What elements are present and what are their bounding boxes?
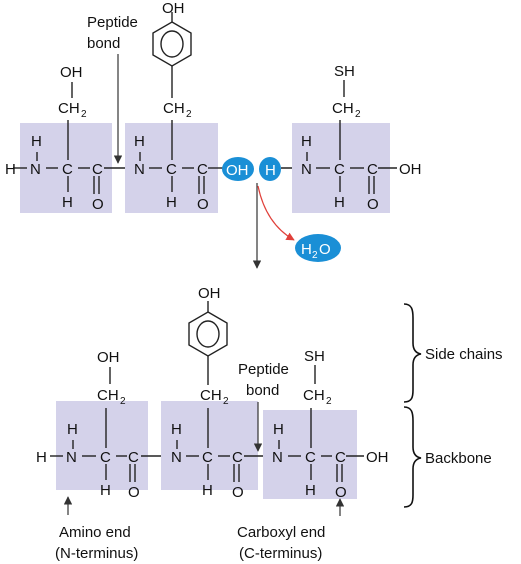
benzene-ring-inner: [196, 320, 220, 348]
side-chain-sh: SH: [334, 63, 355, 80]
atom-oh: OH: [399, 161, 422, 178]
leaving-oh-highlight: [222, 157, 254, 181]
atom-h: H: [171, 421, 182, 438]
peptide-bond-label-line2: bond: [246, 382, 279, 399]
atom-o: O: [232, 484, 244, 501]
top-tyrosine-residue: OH N H C H C O CH 2: [125, 0, 224, 213]
backbone-brace: [403, 406, 422, 508]
atom-c-alpha: C: [100, 449, 111, 466]
atom-h: H: [100, 482, 111, 499]
c-terminus-label: (C-terminus): [239, 545, 322, 562]
residue-box: [161, 401, 258, 490]
bottom-tyrosine-residue: OH N H C H C O CH 2: [161, 285, 275, 501]
atom-h: H: [62, 194, 73, 211]
residue-box: [292, 123, 390, 213]
side-chains-brace: [403, 303, 422, 403]
atom-c-alpha: C: [62, 161, 73, 178]
atom-o: O: [92, 196, 104, 213]
side-chain-ch: CH: [303, 387, 325, 404]
subscript-2: 2: [223, 396, 229, 407]
atom-n: N: [301, 161, 312, 178]
side-chain-ch: CH: [332, 100, 354, 117]
atom-c-carbonyl: C: [197, 161, 208, 178]
side-chain-oh: OH: [60, 64, 83, 81]
leaving-groups: OH H: [222, 157, 299, 181]
benzene-ring: [188, 311, 228, 357]
atom-c-carbonyl: C: [335, 449, 346, 466]
side-chain-sh: SH: [304, 348, 325, 365]
atom-h: H: [305, 482, 316, 499]
atom-n: N: [272, 449, 283, 466]
subscript-2: 2: [81, 109, 87, 120]
atom-c-carbonyl: C: [128, 449, 139, 466]
side-chain-ch: CH: [200, 387, 222, 404]
atom-c-carbonyl: C: [232, 449, 243, 466]
subscript-2: 2: [326, 396, 332, 407]
top-cysteine-residue: N H C H C O OH SH CH 2: [292, 63, 422, 213]
top-serine-residue: H N H C H C O OH CH 2: [5, 64, 130, 213]
benzene-ring: [152, 21, 192, 67]
leaving-h-highlight: [259, 157, 281, 181]
atom-c-carbonyl: C: [92, 161, 103, 178]
atom-c-alpha: C: [305, 449, 316, 466]
atom-n: N: [134, 161, 145, 178]
benzene-ring-inner: [160, 30, 184, 58]
residue-box: [56, 401, 148, 490]
backbone-label: Backbone: [425, 450, 492, 467]
side-chain-ch: CH: [163, 100, 185, 117]
atom-oh: OH: [366, 449, 389, 466]
side-chains-label: Side chains: [425, 346, 503, 363]
atom-c-alpha: C: [202, 449, 213, 466]
atom-h: H: [273, 421, 284, 438]
atom-h: H: [134, 133, 145, 150]
atom-h: H: [31, 133, 42, 150]
residue-box: [20, 123, 112, 213]
amino-end-label: Amino end: [59, 524, 131, 541]
atom-h: H: [166, 194, 177, 211]
side-chain-ch: CH: [58, 100, 80, 117]
water-molecule: H 2 O: [295, 234, 341, 262]
atom-h: H: [202, 482, 213, 499]
atom-n: N: [30, 161, 41, 178]
atom-o: O: [128, 484, 140, 501]
peptide-bond-label-line2: bond: [87, 35, 120, 52]
atom-n: N: [171, 449, 182, 466]
atom-h: H: [36, 449, 47, 466]
n-terminus-label: (N-terminus): [55, 545, 138, 562]
atom-o: O: [197, 196, 209, 213]
water-release-arrow: [257, 185, 295, 241]
residue-box: [263, 410, 357, 499]
peptide-bond-label-line1: Peptide: [238, 361, 289, 378]
subscript-2: 2: [120, 396, 126, 407]
side-chain-ch: CH: [97, 387, 119, 404]
atom-c-alpha: C: [334, 161, 345, 178]
leaving-h: H: [265, 162, 276, 179]
atom-o: O: [367, 196, 379, 213]
atom-h: H: [334, 194, 345, 211]
bottom-cysteine-residue: N H C H C O OH SH CH 2: [263, 348, 389, 501]
carboxyl-end-label: Carboxyl end: [237, 524, 325, 541]
subscript-2: 2: [355, 109, 361, 120]
subscript-2: 2: [186, 109, 192, 120]
ring-oh: OH: [162, 0, 185, 17]
atom-h: H: [301, 133, 312, 150]
atom-n: N: [66, 449, 77, 466]
water-h: H: [301, 241, 312, 258]
ring-oh: OH: [198, 285, 221, 302]
leaving-oh: OH: [226, 162, 249, 179]
peptide-bond-label-line1: Peptide: [87, 14, 138, 31]
water-sub2: 2: [312, 250, 318, 261]
atom-o: O: [335, 484, 347, 501]
water-o: O: [319, 241, 331, 258]
side-chain-oh: OH: [97, 349, 120, 366]
atom-h: H: [67, 421, 78, 438]
bottom-serine-residue: H N H C H C O OH CH 2: [36, 349, 170, 501]
atom-h: H: [5, 161, 16, 178]
atom-c-carbonyl: C: [367, 161, 378, 178]
water-highlight: [295, 234, 341, 262]
atom-c-alpha: C: [166, 161, 177, 178]
